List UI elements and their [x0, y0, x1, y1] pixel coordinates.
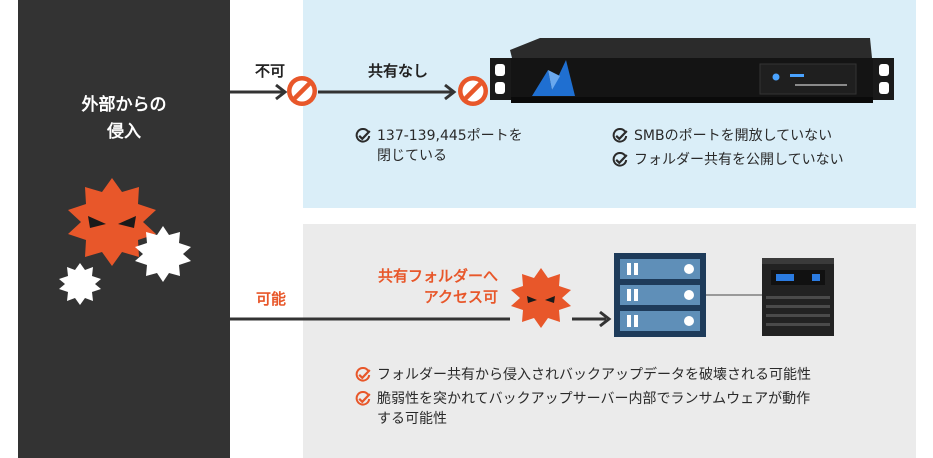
bottom-note-2: 脆弱性を突かれてバックアップサーバー内部でランサムウェアが動作 する可能性 — [355, 389, 810, 429]
bottom-note-1: フォルダー共有から侵入されバックアップデータを破壊される可能性 — [355, 365, 811, 385]
check-icon — [355, 391, 371, 406]
virus-icon — [59, 263, 101, 305]
top-arrow-1 — [230, 83, 288, 101]
label-no-share: 共有なし — [368, 62, 429, 80]
top-note-1-line2: 閉じている — [377, 148, 447, 164]
left-title: 外部からの 侵入 — [81, 95, 167, 142]
check-icon — [355, 367, 371, 382]
no-entry-icon — [287, 76, 317, 106]
top-note-1: 137-139,445ポートを 閉じている — [355, 126, 523, 166]
check-icon — [355, 128, 371, 143]
top-arrow-2 — [318, 83, 457, 101]
label-access-line1: 共有フォルダーへ — [377, 267, 498, 285]
label-possible: 可能 — [256, 290, 287, 308]
check-icon — [612, 152, 628, 167]
check-icon — [612, 128, 628, 143]
virus-icon — [511, 268, 571, 328]
top-note-3-line1: フォルダー共有を公開していない — [634, 152, 844, 168]
nas-icon — [762, 258, 834, 336]
label-access: 共有フォルダーへ アクセス可 — [340, 266, 498, 308]
virus-icon — [135, 226, 191, 282]
virus-icon — [68, 178, 156, 266]
top-note-1-line1: 137-139,445ポートを — [377, 128, 523, 144]
label-access-line2: アクセス可 — [423, 288, 498, 306]
label-blocked: 不可 — [255, 62, 286, 80]
server-rack-icon — [614, 253, 706, 337]
top-note-2-line1: SMBのポートを開放していない — [634, 128, 833, 144]
top-note-2: SMBのポートを開放していない — [612, 126, 832, 146]
bottom-arrow — [572, 310, 612, 328]
bottom-note-2-line2: する可能性 — [377, 411, 447, 427]
top-note-3: フォルダー共有を公開していない — [612, 150, 844, 170]
top-panel-protected — [303, 0, 916, 208]
bottom-note-2-line1: 脆弱性を突かれてバックアップサーバー内部でランサムウェアが動作 — [377, 391, 811, 407]
server-appliance-icon — [490, 38, 894, 103]
no-entry-icon — [458, 76, 488, 106]
bottom-note-1-line1: フォルダー共有から侵入されバックアップデータを破壊される可能性 — [377, 367, 811, 383]
